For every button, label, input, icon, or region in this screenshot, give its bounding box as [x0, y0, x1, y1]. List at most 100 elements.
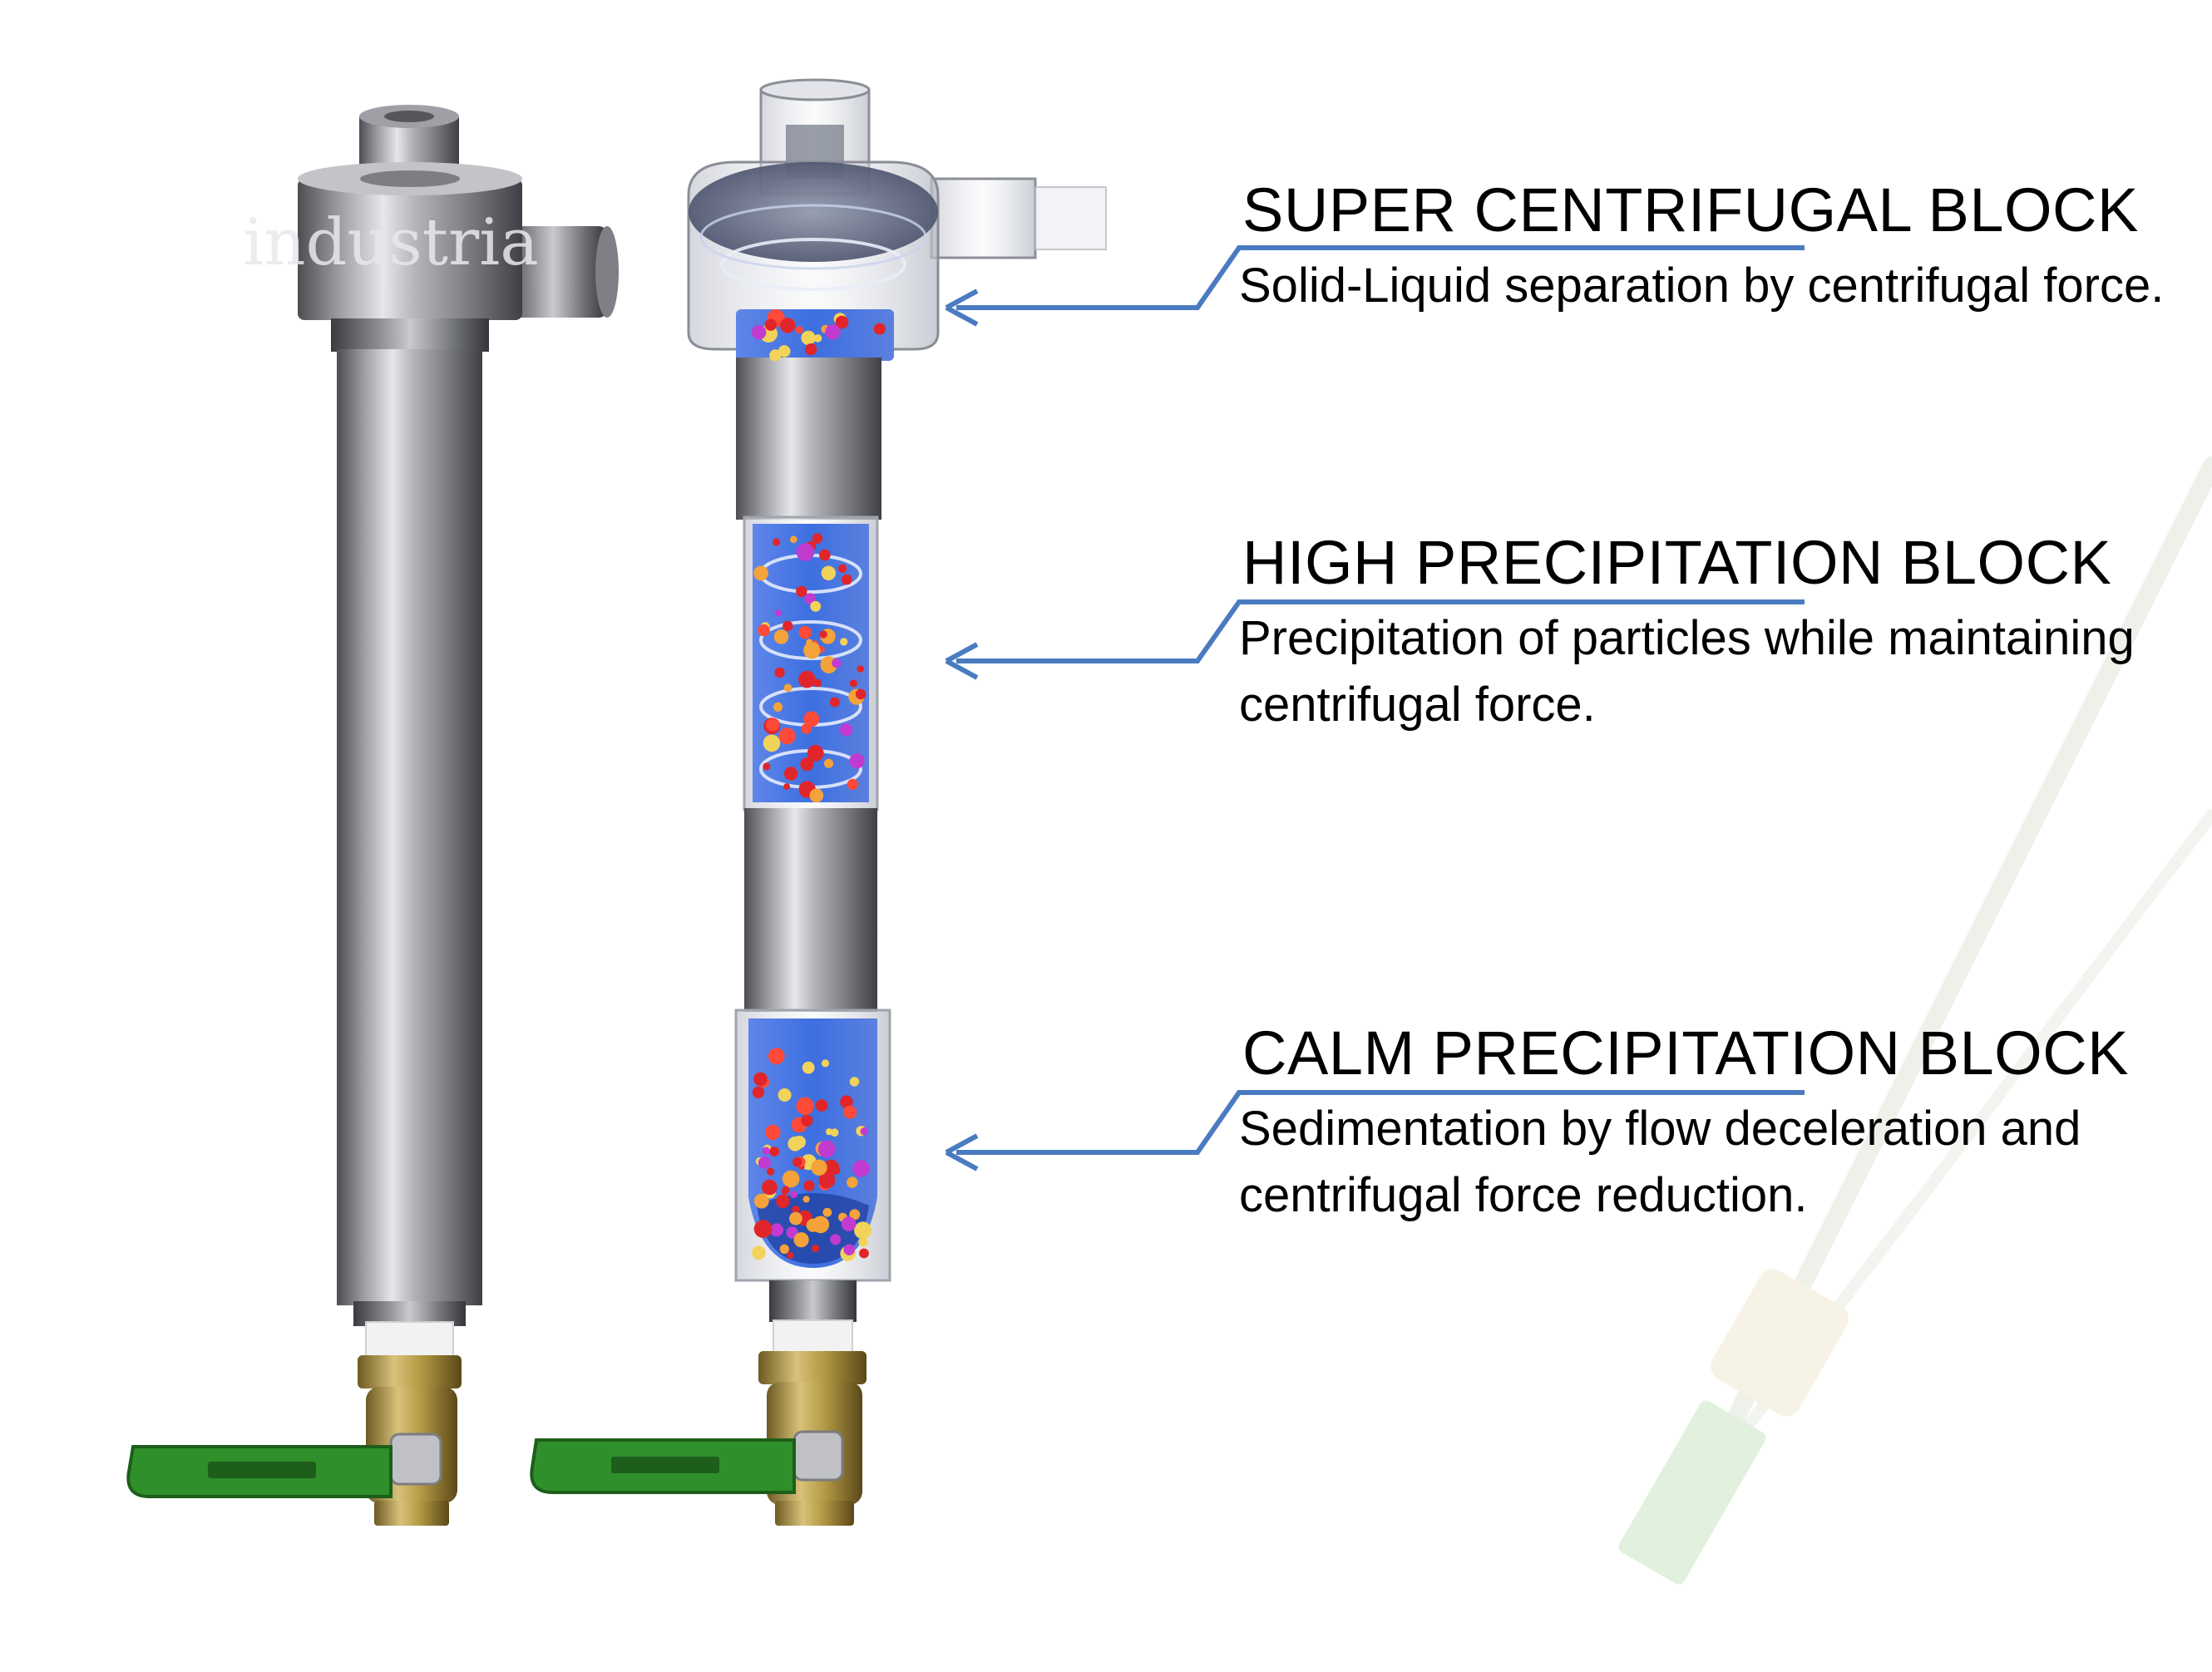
particle [769, 349, 782, 362]
separator-cutaway [530, 78, 1107, 1526]
particle [796, 585, 807, 598]
background-pipe-graphic [1618, 456, 2212, 1585]
particle [801, 330, 816, 346]
callout-description: Sedimentation by flow deceleration and c… [1239, 1096, 2081, 1229]
callout-description: Precipitation of particles while maintai… [1239, 605, 2135, 738]
callout-title: HIGH PRECIPITATION BLOCK [1242, 528, 2112, 597]
particle [803, 711, 820, 727]
particle [840, 638, 848, 646]
particle [829, 697, 840, 708]
particle [795, 326, 803, 334]
particle [798, 670, 816, 688]
particle [789, 535, 797, 544]
particle [832, 658, 842, 668]
particle [830, 1234, 842, 1245]
leader-super [945, 245, 1805, 327]
particle [821, 1059, 830, 1068]
particle [830, 1128, 839, 1137]
particle [843, 1244, 855, 1255]
particle [852, 1160, 870, 1177]
particle [766, 1167, 775, 1176]
particle [849, 753, 865, 769]
particle [798, 625, 812, 639]
particle [766, 718, 780, 732]
particle [807, 744, 824, 762]
particle [783, 783, 791, 791]
particle [762, 1179, 778, 1196]
particle [774, 609, 783, 617]
callout-title: SUPER CENTRIFUGAL BLOCK [1242, 175, 2139, 244]
leader-calm [945, 1090, 1805, 1171]
particle [849, 679, 857, 688]
particle [773, 629, 789, 644]
particle [847, 1176, 858, 1188]
particle [769, 1147, 780, 1157]
particle [790, 1191, 798, 1199]
particle [753, 1072, 768, 1087]
leader-high [945, 599, 1805, 680]
callout-description: Solid-Liquid separation by centrifugal f… [1239, 253, 2164, 319]
particle [843, 1105, 857, 1119]
particle [764, 318, 777, 331]
arrow-left-icon [945, 289, 979, 327]
particle [849, 1209, 861, 1221]
description-line: Sedimentation by flow deceleration and [1239, 1102, 2081, 1156]
particle [789, 1211, 802, 1226]
separator-exterior [126, 105, 619, 1526]
particle [763, 762, 771, 771]
particle [792, 1206, 800, 1214]
particle [809, 788, 824, 803]
particle [815, 1099, 828, 1112]
particle [813, 334, 822, 343]
particle [787, 1251, 794, 1259]
particle [838, 564, 847, 573]
particle [858, 1237, 868, 1247]
particle [855, 688, 867, 700]
particle [776, 1194, 790, 1209]
particle [778, 1088, 792, 1102]
particle [812, 533, 823, 544]
particle [802, 1196, 810, 1203]
particle [778, 727, 796, 745]
particle [753, 565, 768, 581]
particle [752, 1245, 766, 1260]
separator-engraving: industria [243, 205, 538, 280]
particle [835, 315, 849, 329]
particle [792, 1157, 802, 1167]
particle [810, 600, 822, 612]
particle [781, 1186, 789, 1195]
particle [823, 1159, 840, 1176]
particle [804, 593, 816, 604]
particle [783, 620, 793, 632]
arrow-left-icon [945, 1133, 979, 1171]
description-line: centrifugal force reduction. [1239, 1168, 1808, 1222]
particle [758, 1157, 771, 1169]
particle [873, 323, 886, 335]
particle [849, 1077, 860, 1087]
particle [840, 1095, 853, 1109]
particle [818, 1171, 836, 1189]
particle [803, 1180, 815, 1191]
particle [752, 1086, 765, 1099]
particle [751, 325, 767, 340]
particle [773, 702, 783, 713]
particle [812, 1216, 830, 1234]
particle [805, 343, 817, 356]
particle [778, 345, 791, 358]
particle [813, 678, 822, 688]
particle [825, 324, 841, 340]
particle [840, 723, 853, 737]
particle [821, 565, 836, 580]
particle [768, 1048, 785, 1065]
particle [765, 1124, 781, 1141]
particle [793, 1232, 809, 1248]
particle [811, 1159, 827, 1176]
description-line: Precipitation of particles while maintai… [1239, 611, 2135, 665]
particle [803, 641, 821, 659]
particle [753, 1193, 769, 1209]
particle [854, 1221, 872, 1240]
particle [841, 1216, 857, 1231]
particle [763, 734, 781, 752]
